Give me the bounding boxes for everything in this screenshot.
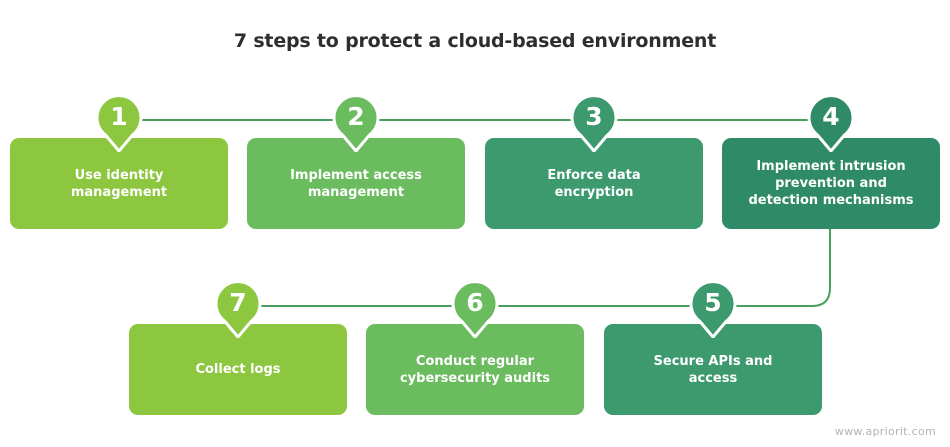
step-3-label: Enforce data encryption <box>547 167 641 200</box>
step-4-box: Implement intrusion prevention and detec… <box>722 138 940 229</box>
step-6-pin-shape <box>451 280 499 338</box>
step-2-pin: 2 <box>332 94 380 152</box>
step-2-number: 2 <box>347 102 365 131</box>
step-7-pin-shape <box>214 280 262 338</box>
step-3-number: 3 <box>585 102 603 131</box>
step-5-box: Secure APIs and access <box>604 324 822 415</box>
step-6-pin: 6 <box>451 280 499 338</box>
step-3-pin: 3 <box>570 94 618 152</box>
step-4-pin-shape <box>807 94 855 152</box>
step-6-number: 6 <box>466 288 484 317</box>
step-1-pin: 1 <box>95 94 143 152</box>
step-5-pin-shape <box>689 280 737 338</box>
website-footer: www.apriorit.com <box>834 425 936 438</box>
step-1-box: Use identity management <box>10 138 228 229</box>
step-2-label: Implement access management <box>290 167 422 200</box>
step-2-pin-shape <box>332 94 380 152</box>
step-5-number: 5 <box>704 288 722 317</box>
step-3-pin-shape <box>570 94 618 152</box>
step-4-pin: 4 <box>807 94 855 152</box>
step-4-number: 4 <box>822 102 840 131</box>
step-3-box: Enforce data encryption <box>485 138 703 229</box>
step-4-label: Implement intrusion prevention and detec… <box>748 159 914 208</box>
step-1-pin-shape <box>95 94 143 152</box>
connector-step4-to-step5 <box>700 228 831 307</box>
step-7-box: Collect logs <box>129 324 347 415</box>
step-7-pin: 7 <box>214 280 262 338</box>
step-1-label: Use identity management <box>70 167 168 200</box>
step-5-label: Secure APIs and access <box>653 353 773 386</box>
step-1-number: 1 <box>110 102 128 131</box>
step-6-label: Conduct regular cybersecurity audits <box>399 353 551 386</box>
step-7-label: Collect logs <box>195 362 281 377</box>
diagram-title: 7 steps to protect a cloud-based environ… <box>233 30 717 52</box>
step-7-number: 7 <box>229 288 247 317</box>
step-5-pin: 5 <box>689 280 737 338</box>
step-2-box: Implement access management <box>247 138 465 229</box>
step-6-box: Conduct regular cybersecurity audits <box>366 324 584 415</box>
